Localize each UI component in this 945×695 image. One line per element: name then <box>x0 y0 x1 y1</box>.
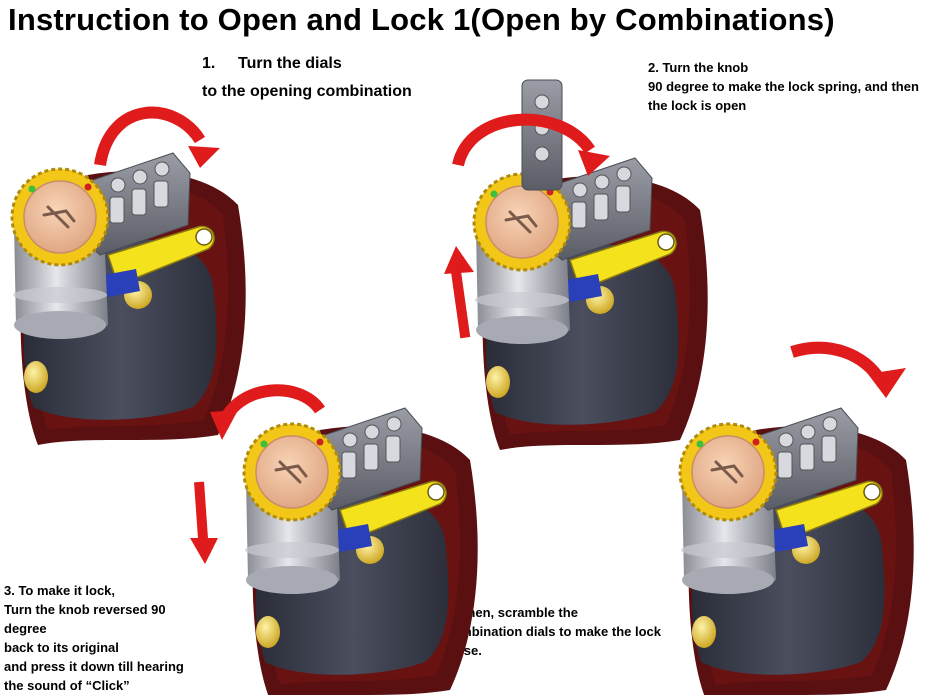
step-4-instruction: 4. Then, scramble the combination dials … <box>445 603 695 660</box>
curved-arrow-icon <box>452 113 595 167</box>
lock-icon <box>472 79 710 452</box>
step-2-line-2: 90 degree to make the lock spring, and t… <box>648 79 919 94</box>
step-1-line-2: to the opening combination <box>202 83 412 100</box>
lock-icon <box>10 151 248 447</box>
step-4-line-2: combination dials to make the lock <box>445 624 661 639</box>
step-1-number: 1. <box>202 55 216 72</box>
straight-arrow-icon <box>451 271 471 339</box>
straight-arrow-icon <box>194 481 209 541</box>
lock-icon <box>242 406 480 695</box>
straight-arrow-icon-head <box>444 246 474 274</box>
step-3-line-6: the sound of “Click” <box>4 678 130 693</box>
curved-arrow-icon <box>790 341 886 384</box>
page-title: Instruction to Open and Lock 1(Open by C… <box>8 2 835 37</box>
curved-arrow-icon-head <box>868 368 906 398</box>
step-1-instruction: 1. Turn the dials to the opening combinat… <box>202 50 412 106</box>
curved-arrow-icon-head <box>188 146 220 168</box>
step-2-line-1: 2. Turn the knob <box>648 60 749 75</box>
lock-icon <box>678 406 916 695</box>
curved-arrow-icon-head <box>210 410 238 440</box>
step-3-line-2: Turn the knob reversed 90 <box>4 602 166 617</box>
step-2-instruction: 2. Turn the knob 90 degree to make the l… <box>648 58 943 115</box>
curved-arrow-icon-head <box>578 150 610 176</box>
curved-arrow-icon <box>219 384 325 423</box>
step-2-line-3: the lock is open <box>648 98 747 113</box>
step-3-line-5: and press it down till hearing <box>4 659 184 674</box>
curved-arrow-icon <box>94 106 206 167</box>
step-3-instruction: 3. To make it lock, Turn the knob revers… <box>4 581 214 695</box>
step-3-line-1: 3. To make it lock, <box>4 583 116 598</box>
step-3-line-3: degree <box>4 621 47 636</box>
straight-arrow-icon-head <box>190 538 218 564</box>
step-3-line-4: back to its original <box>4 640 119 655</box>
step-1-line-1: Turn the dials <box>238 55 342 72</box>
step-4-line-1: 4. Then, scramble the <box>445 605 578 620</box>
